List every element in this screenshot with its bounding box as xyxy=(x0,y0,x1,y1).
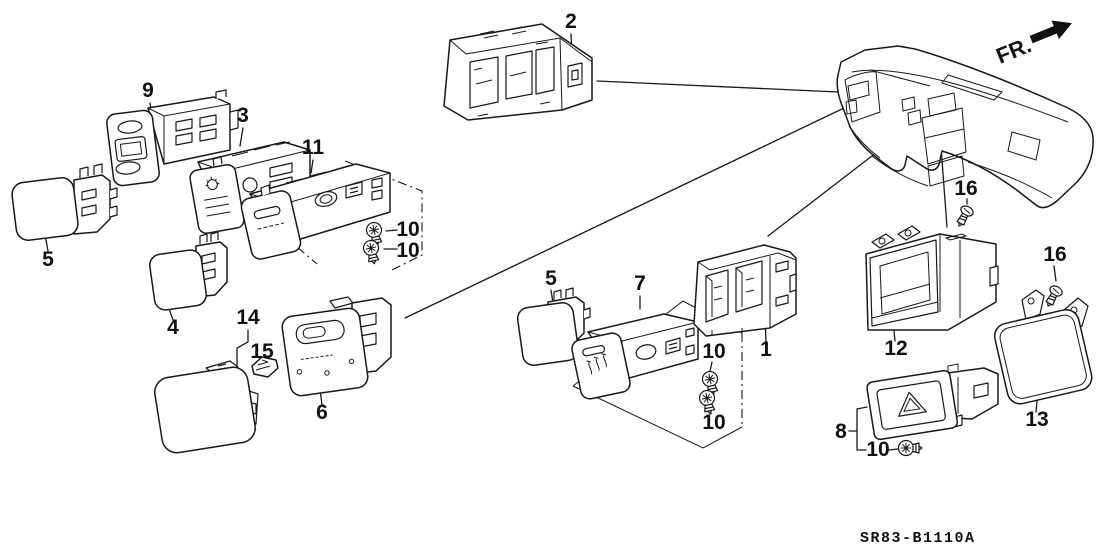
callout-part-7: 7 xyxy=(634,272,646,295)
callout-part-13: 13 xyxy=(1025,408,1048,431)
callout-part-15: 15 xyxy=(250,340,274,363)
part-8-hazard-switch-drawing xyxy=(866,363,999,441)
screw-10-icon xyxy=(897,439,923,457)
callout-part-5-mid: 5 xyxy=(545,267,557,290)
part-5-blank-switch-middle-drawing xyxy=(516,287,591,366)
callout-part-10-d: 10 xyxy=(702,411,725,434)
callout-labels: 2 9 3 11 10 10 5 4 14 15 6 5 7 10 10 1 1… xyxy=(42,10,1067,461)
callout-part-10-c: 10 xyxy=(702,340,725,363)
diagram-part-code: SR83-B1110A xyxy=(860,530,976,547)
callout-part-10-e: 10 xyxy=(866,438,889,461)
part-2-holder-drawing xyxy=(443,23,593,121)
part-12-pocket-drawing xyxy=(865,225,999,331)
callout-part-16-a: 16 xyxy=(954,177,977,200)
part-4-blank-switch-drawing xyxy=(149,231,228,311)
callout-part-2: 2 xyxy=(565,10,577,33)
screw-16-icon xyxy=(952,203,976,230)
callout-part-10-b: 10 xyxy=(396,239,419,262)
part-7-defogger-switch-drawing xyxy=(571,313,699,400)
screw-16-icon xyxy=(1041,283,1065,310)
callout-part-9: 9 xyxy=(142,79,154,102)
callout-part-11: 11 xyxy=(302,136,325,159)
part-14-blank-panel-drawing xyxy=(154,360,259,454)
part-1-holder-drawing xyxy=(693,244,797,337)
part-13-lid-drawing xyxy=(993,289,1093,405)
callout-part-14: 14 xyxy=(236,306,260,329)
dashboard-drawing xyxy=(836,45,1094,209)
callout-part-12: 12 xyxy=(884,337,907,360)
callout-part-3: 3 xyxy=(237,104,249,127)
fr-arrow-icon xyxy=(1029,20,1072,44)
callout-part-4: 4 xyxy=(167,316,179,339)
fr-label: FR. xyxy=(993,32,1035,68)
callout-part-8: 8 xyxy=(835,420,847,443)
part-11-switch-drawing xyxy=(240,163,391,260)
bracket-part-8-group xyxy=(848,406,899,451)
callout-part-6: 6 xyxy=(316,401,328,424)
hazard-triangle-icon xyxy=(898,391,928,417)
callout-part-5-left: 5 xyxy=(42,248,54,271)
callout-part-10-a: 10 xyxy=(396,218,419,241)
part-6-switch-drawing xyxy=(281,296,392,397)
fr-direction-marker: FR. xyxy=(993,20,1072,69)
callout-part-1: 1 xyxy=(760,338,772,361)
part-9-switch-drawing xyxy=(106,89,239,187)
part-5-blank-switch-left-drawing xyxy=(11,163,118,241)
part-15-clip-drawing xyxy=(251,356,279,378)
callout-part-16-b: 16 xyxy=(1043,243,1066,266)
